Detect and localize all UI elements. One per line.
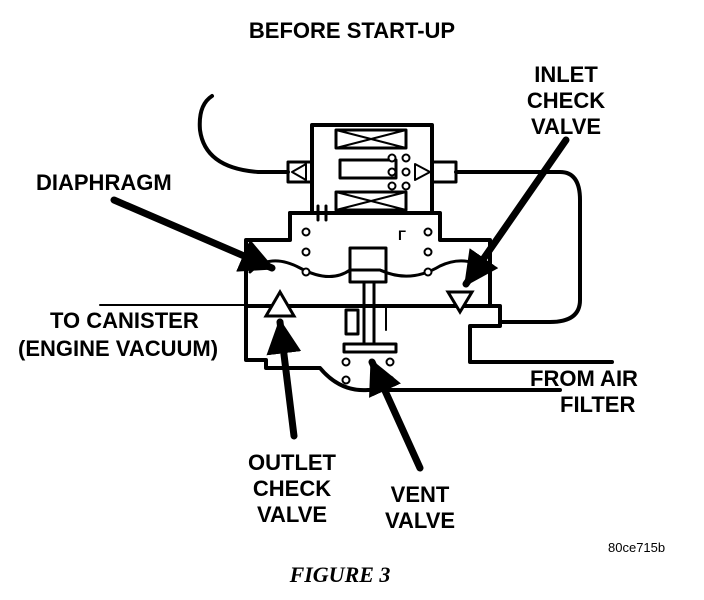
inlet-label-line2: CHECK bbox=[527, 88, 605, 113]
inlet-check-valve-symbol bbox=[445, 290, 475, 315]
inlet-label-line3: VALVE bbox=[531, 114, 601, 139]
label-from-air-filter: FROM AIR FILTER bbox=[530, 366, 638, 417]
figure-code: 80ce715b bbox=[608, 540, 665, 555]
vent-label-line2: VALVE bbox=[385, 508, 455, 533]
pump-body: Г bbox=[99, 94, 614, 393]
label-diaphragm: DIAPHRAGM bbox=[36, 170, 172, 195]
outlet-check-valve-symbol bbox=[263, 289, 297, 318]
from-air-filter-line1: FROM AIR bbox=[530, 366, 638, 391]
outlet-label-line3: VALVE bbox=[257, 502, 327, 527]
outlet-label-line2: CHECK bbox=[253, 476, 331, 501]
leader-lines bbox=[110, 136, 570, 472]
label-to-canister: TO CANISTER (ENGINE VACUUM) bbox=[18, 308, 218, 361]
label-outlet-check-valve: OUTLET CHECK VALVE bbox=[248, 450, 337, 527]
vent-label-line1: VENT bbox=[391, 482, 450, 507]
outlet-label-line1: OUTLET bbox=[248, 450, 337, 475]
to-canister-line1: TO CANISTER bbox=[50, 308, 199, 333]
to-canister-line2: (ENGINE VACUUM) bbox=[18, 336, 218, 361]
svg-text:Г: Г bbox=[398, 227, 406, 243]
label-vent-valve: VENT VALVE bbox=[385, 482, 455, 533]
inlet-label-line1: INLET bbox=[534, 62, 598, 87]
figure-caption: FIGURE 3 bbox=[289, 562, 391, 587]
from-air-filter-line2: FILTER bbox=[560, 392, 635, 417]
diagram-title: BEFORE START-UP bbox=[249, 18, 455, 43]
label-inlet-check-valve: INLET CHECK VALVE bbox=[527, 62, 605, 139]
